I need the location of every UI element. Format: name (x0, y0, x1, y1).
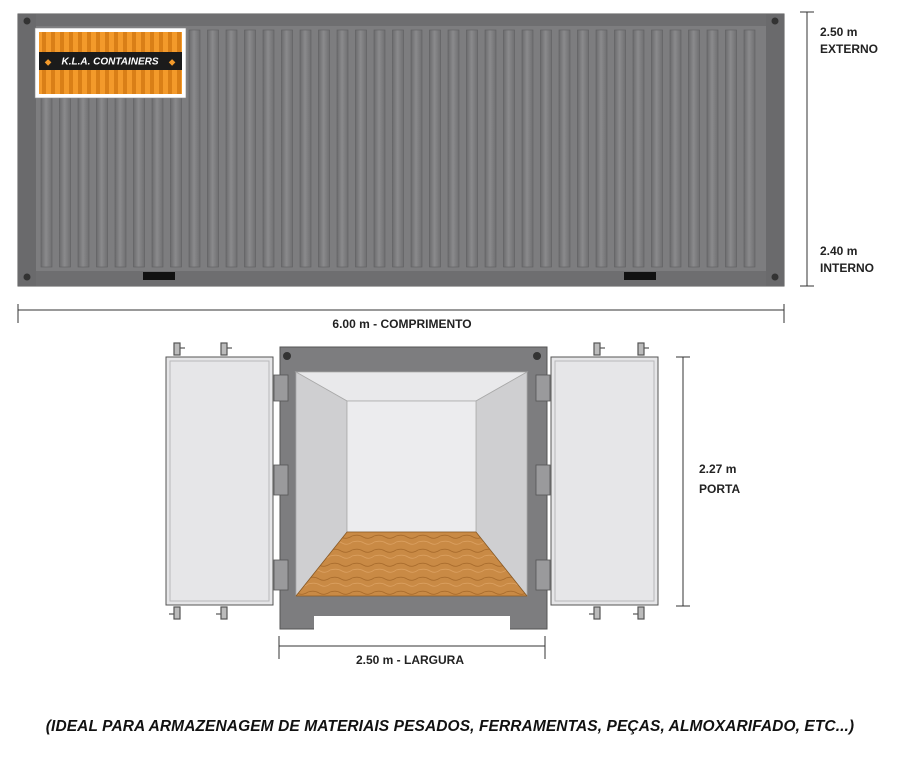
right-door (550, 342, 659, 620)
container-rib (669, 29, 682, 268)
container-side-view (17, 13, 785, 287)
width-dimension (278, 636, 546, 659)
door-height-dimension (676, 356, 690, 607)
container-rib (706, 29, 719, 268)
container-rib (318, 29, 330, 268)
container-rib (207, 29, 219, 268)
container-rib (688, 29, 700, 268)
svg-text:◆: ◆ (44, 58, 52, 67)
company-logo: ◆ ◆ K.L.A. CONTAINERS (34, 27, 187, 99)
container-rib (299, 29, 312, 268)
container-front-view (273, 346, 551, 630)
container-rib (614, 29, 626, 268)
container-rib (540, 29, 552, 268)
container-rib (392, 29, 404, 268)
length-label: 6.00 m - COMPRIMENTO (332, 317, 471, 331)
internal-height-label: INTERNO (820, 261, 874, 275)
container-rib (651, 29, 663, 268)
door-latch-icon (589, 342, 649, 620)
left-door (165, 342, 274, 620)
forklift-pocket (624, 272, 656, 280)
container-rib (595, 29, 608, 268)
container-rib (244, 29, 256, 268)
corner-casting (771, 17, 779, 25)
container-rib (373, 29, 386, 268)
container-rib (336, 29, 349, 268)
container-rib (410, 29, 423, 268)
container-rib (262, 29, 275, 268)
door-height-value: 2.27 m (699, 462, 736, 476)
external-height-label: EXTERNO (820, 42, 878, 56)
svg-text:◆: ◆ (168, 58, 176, 67)
container-rib (743, 29, 756, 268)
logo-text: K.L.A. CONTAINERS (61, 57, 158, 68)
container-rib (725, 29, 737, 268)
container-rib (503, 29, 515, 268)
corner-casting (23, 273, 31, 281)
container-rib (521, 29, 534, 268)
container-rib (632, 29, 645, 268)
forklift-pocket (143, 272, 175, 280)
wooden-floor (295, 531, 528, 597)
container-rib (558, 29, 571, 268)
container-rib (484, 29, 497, 268)
corner-casting (23, 17, 31, 25)
container-rib (447, 29, 460, 268)
width-label: 2.50 m - LARGURA (356, 653, 464, 667)
door-latch-icon (169, 342, 232, 620)
internal-height-value: 2.40 m (820, 244, 857, 258)
external-height-value: 2.50 m (820, 25, 857, 39)
container-rib (225, 29, 238, 268)
usage-caption: (IDEAL PARA ARMAZENAGEM DE MATERIAIS PES… (45, 718, 855, 735)
container-rib (355, 29, 367, 268)
container-rib (281, 29, 293, 268)
container-rib (466, 29, 478, 268)
door-height-label: PORTA (699, 482, 740, 496)
height-dimension (800, 11, 814, 287)
container-rib (429, 29, 441, 268)
container-rib (188, 29, 201, 268)
corner-casting (533, 352, 541, 360)
corner-casting (283, 352, 291, 360)
corner-casting (771, 273, 779, 281)
length-dimension (17, 304, 785, 323)
container-rib (577, 29, 589, 268)
corrugated-ribs (40, 29, 756, 268)
door-hinges (273, 374, 551, 591)
